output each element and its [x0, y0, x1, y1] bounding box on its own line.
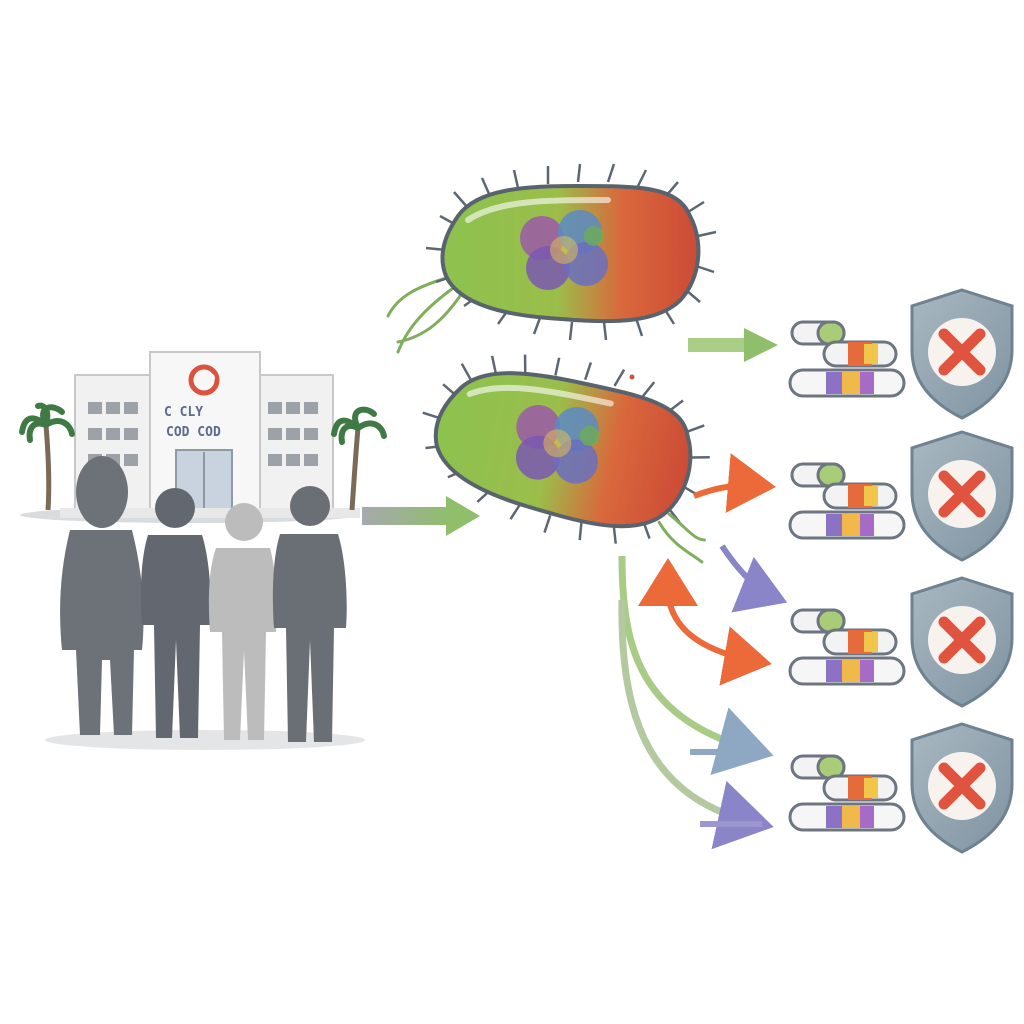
lower-bacterium	[404, 330, 738, 565]
hospital-building: C CLY COD COD	[20, 351, 360, 523]
person-silhouette	[208, 503, 277, 740]
arrow-row-1	[688, 338, 748, 352]
palm-tree-right	[331, 406, 387, 511]
person-silhouette	[272, 486, 347, 742]
arrow-row-3-orange	[664, 577, 772, 686]
arrows	[618, 328, 788, 850]
arrow-row-3-purple	[719, 544, 788, 613]
hospital-sign-text: C CLY	[164, 405, 203, 420]
building-windows	[88, 402, 318, 466]
resistance-row-3	[790, 578, 1012, 706]
hospital-cross-logo-icon	[188, 364, 220, 396]
arrow-row-4-purple	[618, 599, 774, 850]
people-group	[45, 456, 365, 750]
arrow-row-4-blue	[618, 555, 774, 775]
hospital-sign-text-2: COD COD	[166, 425, 221, 440]
person-silhouette	[60, 456, 144, 735]
resistance-row-4	[790, 724, 1012, 852]
resistance-row-2	[790, 432, 1012, 560]
resistance-row-1	[790, 290, 1012, 418]
palm-tree-left	[19, 402, 75, 511]
person-silhouette	[140, 488, 211, 738]
upper-bacterium	[386, 164, 716, 354]
arrow-row-2	[692, 453, 776, 513]
transmission-arrow	[362, 496, 480, 536]
